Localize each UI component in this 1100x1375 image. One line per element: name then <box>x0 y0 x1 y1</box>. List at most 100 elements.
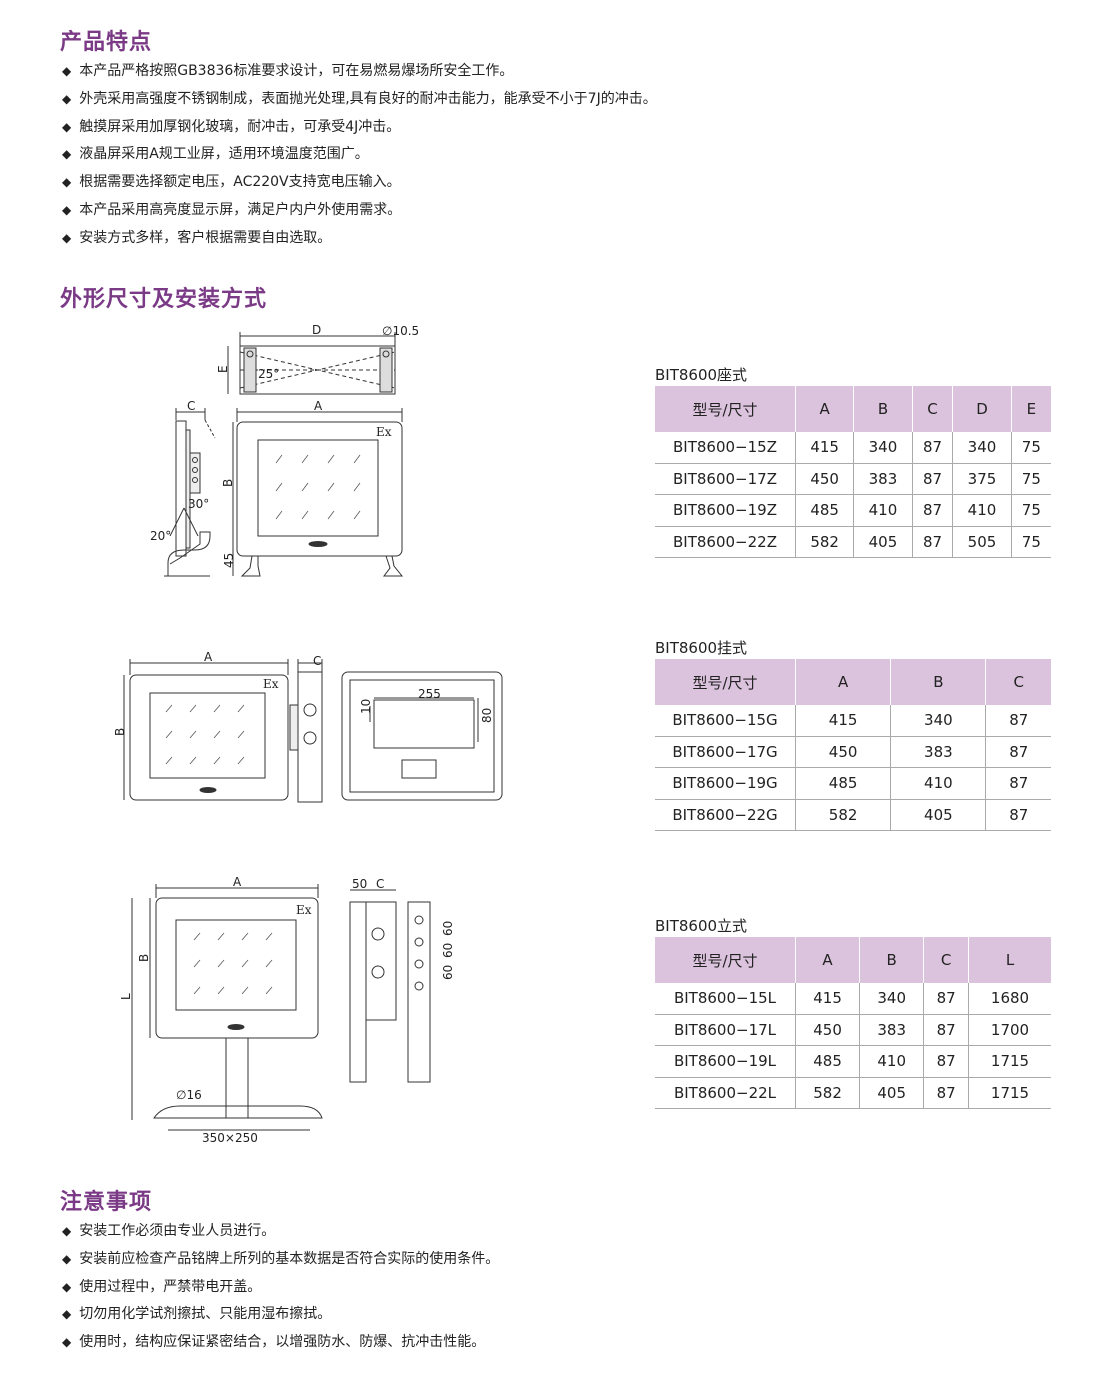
table-header-cell: 型号/尺寸 <box>655 659 796 705</box>
table-cell: 450 <box>794 736 891 768</box>
table-cell: 87 <box>985 799 1051 831</box>
table-cell: 383 <box>859 1014 924 1046</box>
table-caption-wall: BIT8600挂式 <box>655 639 748 657</box>
table-cell: 87 <box>923 1014 969 1046</box>
table-cell: BIT8600−17L <box>655 1014 796 1046</box>
table-cell: 75 <box>1010 526 1051 558</box>
table-cell: 75 <box>1010 494 1051 527</box>
table-cell: BIT8600−19Z <box>655 494 796 527</box>
wall-back-body <box>341 671 503 801</box>
table-cell: 415 <box>794 432 854 464</box>
table-cell: 450 <box>794 463 854 495</box>
table-cell: BIT8600−19L <box>655 1045 796 1078</box>
table-header-cell: B <box>890 659 986 705</box>
stand-dim-a: A <box>233 875 242 889</box>
table-header-cell: C <box>985 659 1051 705</box>
table-cell: 405 <box>890 799 986 831</box>
stand-pitch-3: 60 <box>441 965 455 980</box>
table-cell: 1680 <box>968 983 1051 1015</box>
dimensions-heading: 外形尺寸及安装方式 <box>60 287 268 312</box>
seat-front-body <box>236 421 403 557</box>
table-cell: 383 <box>853 463 913 495</box>
table-cell: 410 <box>853 494 913 527</box>
seat-mount-drawing: D ∅10.5 E 25° C 30° 20° A B 45 Ex <box>150 323 419 577</box>
stand-ex-mark: Ex <box>296 903 312 917</box>
seat-dim-45: 45 <box>222 553 236 568</box>
table-cell: 87 <box>911 463 953 495</box>
stand-mount-drawing: A B L Ex ∅16 350×250 50 C 60 60 60 <box>119 875 455 1145</box>
table-cell: 405 <box>859 1077 924 1109</box>
note-item: 切勿用化学试剂擦拭、只能用湿布擦拭。 <box>62 1301 499 1329</box>
seat-angle-25: 25° <box>258 367 279 381</box>
table-cell: 1715 <box>968 1045 1051 1078</box>
seat-dim-c: C <box>187 399 195 413</box>
seat-dim-b: B <box>221 479 235 487</box>
table-header-cell: C <box>923 937 969 983</box>
table-caption-stand: BIT8600立式 <box>655 917 748 935</box>
table-cell: BIT8600−15L <box>655 983 796 1015</box>
seat-dim-d: D <box>312 323 321 337</box>
table-cell: BIT8600−22G <box>655 799 796 831</box>
table-cell: 383 <box>890 736 986 768</box>
table-cell: 1700 <box>968 1014 1051 1046</box>
table-header-cell: 型号/尺寸 <box>655 386 796 432</box>
table-cell: 87 <box>923 1077 969 1109</box>
notes-heading: 注意事项 <box>60 1190 153 1215</box>
table-cell: BIT8600−17G <box>655 736 796 768</box>
feature-item: 根据需要选择额定电压，AC220V支持宽电压输入。 <box>62 169 657 197</box>
note-item: 使用过程中，严禁带电开盖。 <box>62 1274 499 1302</box>
table-cell: 75 <box>1010 432 1051 464</box>
seat-dim-e: E <box>216 365 230 373</box>
table-cell: 485 <box>794 767 891 800</box>
table-cell: 415 <box>794 705 891 737</box>
stand-dim-l: L <box>119 993 133 1000</box>
stand-hole-label: ∅16 <box>176 1088 202 1102</box>
table-cell: 75 <box>1010 463 1051 495</box>
stand-dim-b: B <box>137 954 151 962</box>
table-cell: BIT8600−15G <box>655 705 796 737</box>
seat-angle-30: 30° <box>188 497 209 511</box>
wall-mount-drawing: A B Ex C 255 10 80 <box>113 650 503 803</box>
table-cell: 415 <box>794 983 860 1015</box>
stand-dim-c: C <box>376 877 384 891</box>
table-cell: 87 <box>985 767 1051 800</box>
stand-pitch-1: 60 <box>441 921 455 936</box>
table-cell: 410 <box>890 767 986 800</box>
note-item: 安装工作必须由专业人员进行。 <box>62 1218 499 1246</box>
feature-item: 液晶屏采用A规工业屏，适用环境温度范围广。 <box>62 141 657 169</box>
table-cell: 485 <box>794 494 854 527</box>
table-header-cell: B <box>859 937 924 983</box>
wall-dim-a: A <box>204 650 213 664</box>
feature-item: 触摸屏采用加厚钢化玻璃，耐冲击，可承受4J冲击。 <box>62 114 657 142</box>
table-cell: 375 <box>952 463 1012 495</box>
table-cell: 450 <box>794 1014 860 1046</box>
wall-ex-mark: Ex <box>263 677 279 691</box>
table-header-cell: D <box>952 386 1012 432</box>
table-cell: 87 <box>911 432 953 464</box>
table-cell: BIT8600−22L <box>655 1077 796 1109</box>
seat-hole-label: ∅10.5 <box>382 324 419 338</box>
table-header-cell: A <box>794 937 860 983</box>
table-cell: 340 <box>890 705 986 737</box>
feature-item: 安装方式多样，客户根据需要自由选取。 <box>62 225 657 253</box>
table-cell: 582 <box>794 1077 860 1109</box>
feature-item: 外壳采用高强度不锈钢制成，表面抛光处理,具有良好的耐冲击能力，能承受不小于7J的… <box>62 86 656 114</box>
stand-dim-50: 50 <box>352 877 367 891</box>
stand-front-body <box>155 897 319 1039</box>
table-cell: 87 <box>923 983 969 1015</box>
table-header-cell: A <box>794 386 854 432</box>
table-cell: 87 <box>923 1045 969 1078</box>
